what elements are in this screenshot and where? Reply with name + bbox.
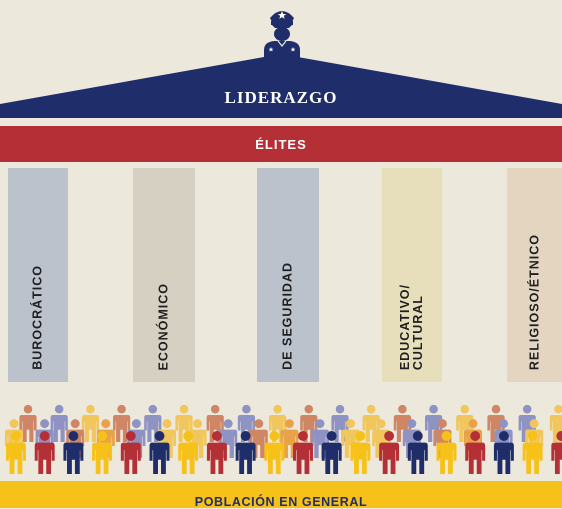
person-icon	[465, 431, 486, 474]
leader-icon	[264, 11, 300, 60]
leadership-roof	[0, 54, 562, 118]
pillar-religious-ethnic: RELIGIOSO/ÉTNICO	[507, 168, 562, 382]
pillar-label: DE SEGURIDAD	[280, 262, 295, 370]
person-icon	[81, 404, 100, 442]
population-label: POBLACIÓN EN GENERAL	[194, 494, 368, 509]
person-icon	[293, 431, 313, 474]
person-icon	[19, 404, 37, 442]
person-icon	[379, 431, 400, 474]
person-icon	[34, 431, 55, 474]
pillar-educational-cultural: EDUCATIVO/ CULTURAL	[382, 168, 442, 382]
elites-label: ÉLITES	[255, 136, 307, 152]
person-icon	[50, 404, 68, 442]
pillar-label: ECONÓMICO	[156, 282, 171, 370]
person-icon	[321, 431, 342, 474]
pillar-bureaucratic: BUROCRÁTICO	[8, 168, 68, 382]
person-icon	[522, 431, 543, 474]
person-icon	[219, 419, 238, 458]
person-icon	[549, 404, 562, 442]
person-icon	[493, 431, 514, 474]
elites-bar: ÉLITES	[0, 126, 562, 162]
person-icon	[407, 431, 428, 474]
person-icon	[206, 431, 227, 474]
person-icon	[149, 431, 170, 474]
population-foundation: POBLACIÓN EN GENERAL	[0, 481, 562, 509]
pillar-label: RELIGIOSO/ÉTNICO	[527, 233, 541, 370]
person-icon	[6, 431, 26, 474]
person-icon	[350, 431, 371, 474]
person-icon	[112, 404, 131, 442]
person-icon	[264, 431, 285, 474]
leadership-label: LIDERAZGO	[224, 88, 338, 107]
pillar-economic: ECONÓMICO	[133, 168, 195, 382]
person-icon	[551, 431, 562, 474]
person-icon	[63, 431, 84, 474]
person-icon	[235, 431, 256, 474]
person-icon	[436, 431, 457, 474]
person-icon	[92, 431, 113, 474]
pillar-label: BUROCRÁTICO	[30, 265, 45, 370]
pillar-label: EDUCATIVO/ CULTURAL	[398, 283, 425, 370]
pillar-security: DE SEGURIDAD	[257, 168, 319, 382]
person-icon	[120, 431, 141, 474]
person-icon	[178, 431, 199, 474]
population-crowd	[4, 404, 562, 474]
